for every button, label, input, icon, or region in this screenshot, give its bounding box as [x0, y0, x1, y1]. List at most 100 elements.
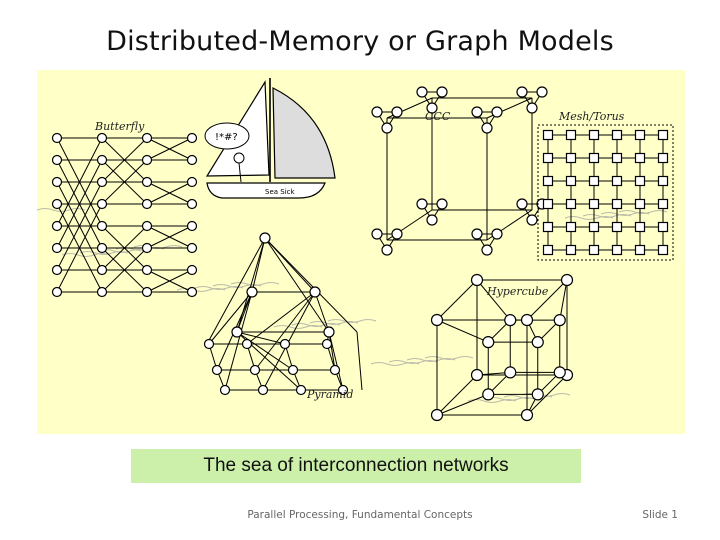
edge	[146, 137, 193, 161]
edge	[526, 374, 568, 416]
node	[657, 175, 669, 187]
wave	[618, 210, 668, 214]
node	[516, 86, 528, 98]
node	[337, 384, 349, 396]
node	[141, 154, 153, 166]
node	[141, 198, 153, 210]
node	[96, 132, 108, 144]
bubble-text: !*#?	[215, 132, 238, 143]
sea-waves	[37, 208, 668, 403]
edge	[328, 331, 336, 371]
node	[611, 244, 623, 256]
edge	[56, 181, 103, 271]
node	[51, 154, 63, 166]
sailboat-drawing: !*#? Sea Sick	[204, 78, 336, 199]
node	[279, 338, 291, 350]
node	[287, 364, 299, 376]
node	[51, 132, 63, 144]
node	[416, 198, 428, 210]
node	[542, 152, 554, 164]
torus-wrap	[537, 124, 674, 261]
node	[470, 368, 484, 382]
node	[241, 338, 253, 350]
wave	[194, 286, 244, 290]
node	[504, 314, 517, 327]
node	[323, 326, 335, 338]
node	[491, 228, 503, 240]
node	[141, 242, 153, 254]
node	[471, 228, 483, 240]
ccc-label: CCC	[425, 110, 451, 123]
node	[371, 106, 383, 118]
node	[186, 242, 198, 254]
node	[470, 273, 484, 287]
node	[588, 244, 600, 256]
node	[657, 129, 669, 141]
node	[257, 384, 269, 396]
node	[657, 198, 669, 210]
edge	[206, 237, 266, 345]
edge	[101, 225, 148, 271]
node	[391, 106, 403, 118]
node	[634, 221, 646, 233]
node	[96, 264, 108, 276]
node	[426, 102, 438, 114]
slide-title: Distributed-Memory or Graph Models	[106, 26, 614, 57]
node	[536, 86, 548, 98]
edge	[101, 159, 148, 205]
edge	[356, 331, 363, 391]
node	[634, 152, 646, 164]
wave	[485, 397, 535, 401]
mesh-label: Mesh/Torus	[558, 110, 625, 123]
node	[588, 175, 600, 187]
node	[611, 175, 623, 187]
node	[381, 122, 393, 134]
node	[51, 242, 63, 254]
wave	[61, 253, 111, 257]
edge	[56, 137, 103, 227]
node	[430, 313, 444, 327]
node	[565, 175, 577, 187]
node	[526, 102, 538, 114]
node	[565, 244, 577, 256]
wave	[230, 282, 280, 286]
slide-number: Slide 1	[642, 509, 678, 521]
node	[51, 176, 63, 188]
node	[504, 366, 517, 379]
node	[588, 221, 600, 233]
node	[186, 286, 198, 298]
node	[141, 176, 153, 188]
node	[611, 221, 623, 233]
wave	[273, 325, 323, 329]
node	[96, 286, 108, 298]
wave	[309, 321, 359, 325]
wave	[291, 323, 341, 327]
butterfly-label: Butterfly	[94, 120, 145, 133]
wave	[600, 212, 650, 216]
networks-svg: !*#? Sea Sick Butterfly CCC Mesh/Torus H…	[37, 78, 674, 422]
node	[542, 221, 554, 233]
ccc-network	[371, 86, 548, 256]
node	[553, 366, 566, 379]
node	[211, 364, 223, 376]
node	[588, 129, 600, 141]
hypercube-label: Hypercube	[486, 285, 549, 298]
node	[51, 220, 63, 232]
node	[219, 384, 231, 396]
wave	[327, 319, 377, 323]
node	[329, 364, 341, 376]
node	[553, 314, 566, 327]
caption-box: The sea of interconnection networks	[131, 449, 581, 483]
pyramid-label: Pyramid	[306, 388, 353, 401]
wave	[370, 362, 420, 366]
node	[657, 244, 669, 256]
node	[565, 221, 577, 233]
slide-footer: Parallel Processing, Fundamental Concept…	[0, 509, 720, 523]
butterfly-network	[51, 132, 198, 298]
node	[482, 388, 495, 401]
node	[542, 129, 554, 141]
node	[565, 129, 577, 141]
edge	[264, 237, 330, 333]
node	[611, 152, 623, 164]
node	[542, 198, 554, 210]
